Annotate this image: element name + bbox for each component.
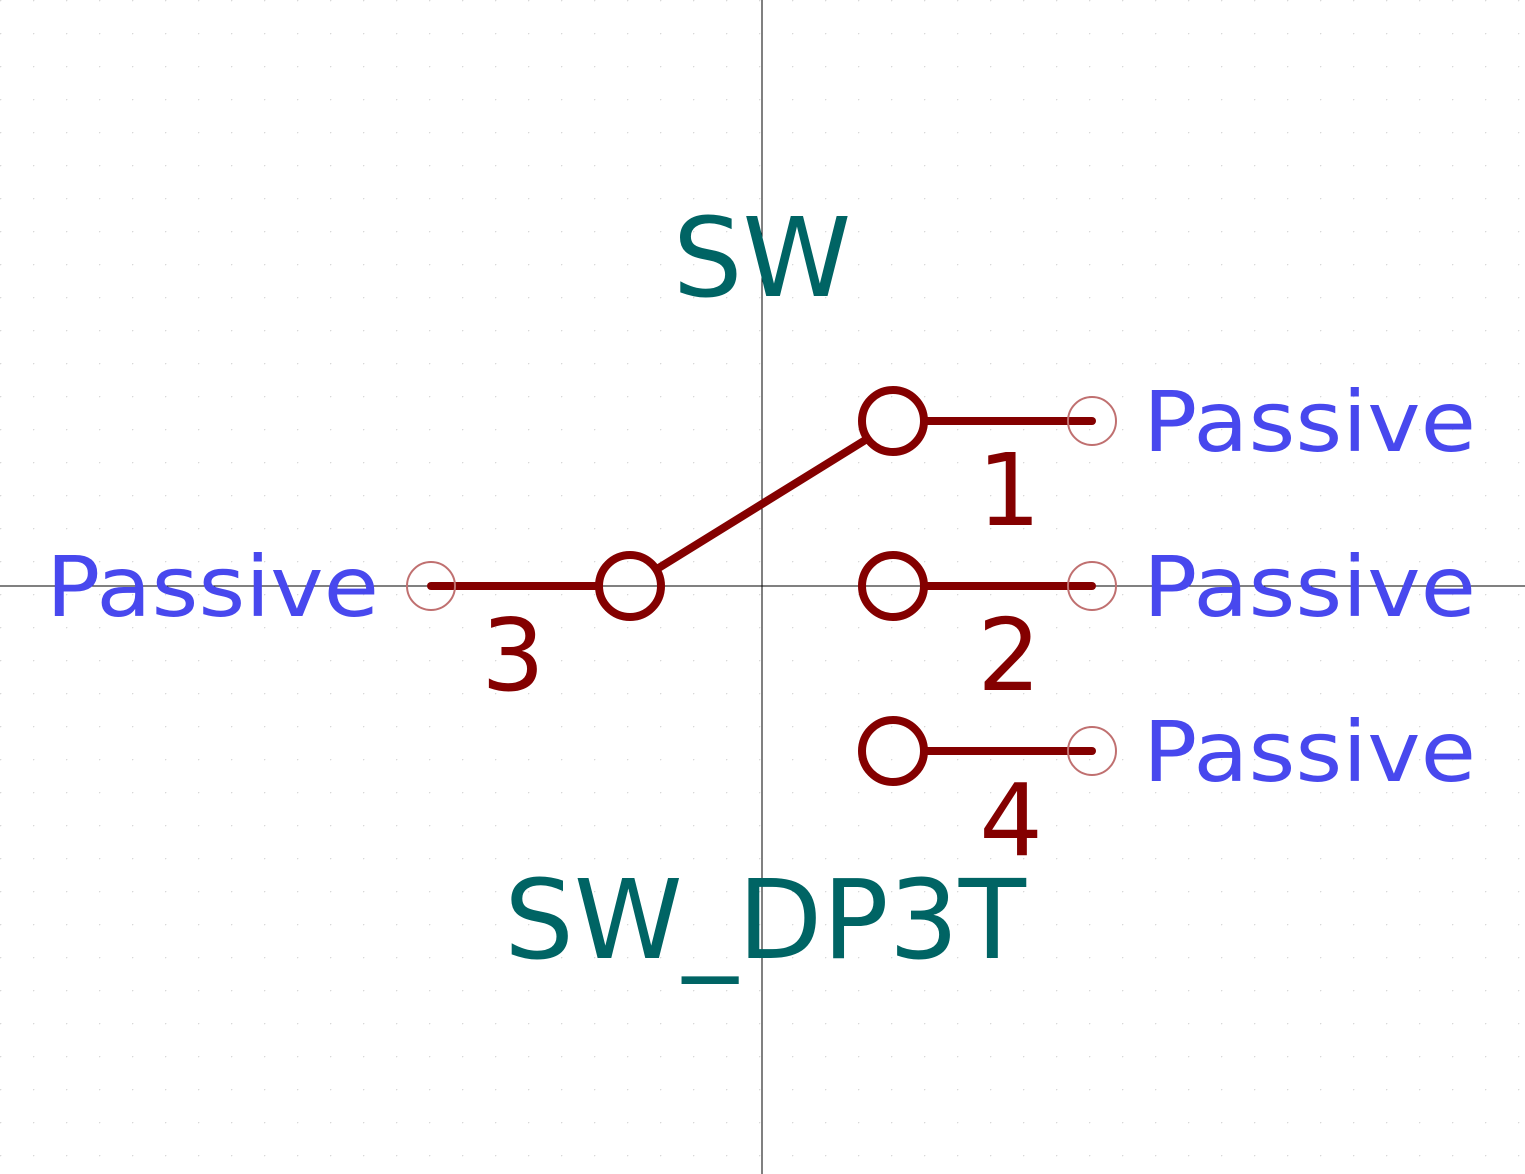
value-field[interactable]: SW_DP3T [504, 856, 1027, 984]
reference-field[interactable]: SW [673, 194, 852, 322]
pin-4-number: 4 [979, 762, 1043, 879]
switch-body [427, 386, 1096, 786]
pin-4-type: Passive [1143, 703, 1476, 801]
switch-lever [653, 435, 871, 573]
pin-3-number: 3 [481, 597, 545, 714]
pin-1-type: Passive [1143, 373, 1476, 471]
pin-2-type: Passive [1143, 538, 1476, 636]
pin-3-end-marker[interactable] [406, 561, 456, 611]
pin-1-end-marker[interactable] [1067, 396, 1117, 446]
pin-1-number: 1 [977, 432, 1041, 549]
common-contact [595, 551, 665, 621]
pin-2-number: 2 [977, 597, 1041, 714]
pin-4-end-marker[interactable] [1067, 726, 1117, 776]
pin-3-type: Passive [46, 538, 379, 636]
pin-2-end-marker[interactable] [1067, 561, 1117, 611]
